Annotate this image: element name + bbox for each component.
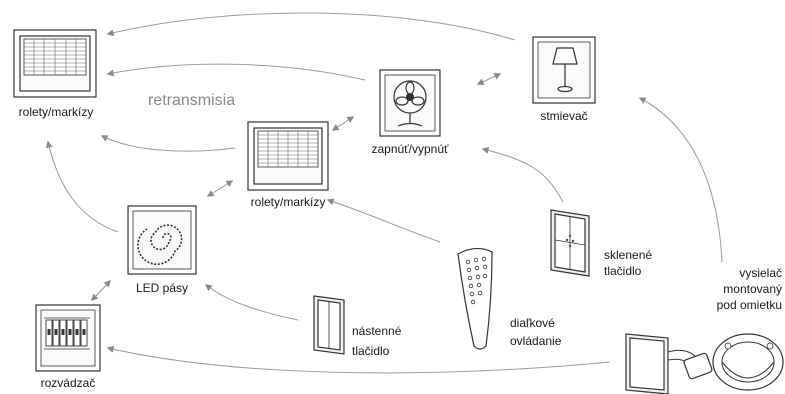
arrow-led-panel-bidir — [91, 279, 111, 302]
label-fan: zapnúť/vypnúť — [371, 142, 449, 156]
arrow-fan-dimmer-bidir — [476, 73, 502, 85]
label-retransmission: retransmisia — [148, 92, 236, 109]
label-glass-line1: sklenené — [604, 248, 653, 262]
flush-transmitter-icon — [625, 333, 784, 394]
led-strip-icon — [127, 205, 197, 275]
label-transmitter-line2: montovaný — [723, 282, 782, 296]
label-remote-line2: ovládanie — [510, 334, 562, 348]
arrow-mid-blinds-fan-bidir — [331, 116, 355, 131]
roller-blind-icon — [13, 29, 97, 98]
arrow-remote-to-mid-blinds — [326, 198, 441, 243]
label-glass-line2: tlačidlo — [604, 264, 642, 278]
label-led: LED pásy — [135, 281, 189, 295]
arrow-transmitter-to-dimmer — [638, 97, 723, 263]
label-dimmer: stmievač — [540, 109, 588, 123]
arrow-mid-blinds-to-left-blinds — [100, 135, 236, 152]
arrow-led-to-left-blinds — [45, 140, 119, 233]
arrow-fan-to-left-blinds — [106, 63, 366, 81]
label-wall-switch-line1: nástenné — [352, 324, 402, 338]
label-blinds-left: rolety/markízy — [18, 105, 94, 119]
arrow-glass-to-fan — [481, 147, 564, 203]
label-remote-line1: diaľkové — [510, 316, 555, 330]
fan-icon — [379, 69, 441, 137]
wall-switch-icon — [313, 295, 345, 355]
label-blinds-mid: rolety/markízy — [250, 195, 326, 209]
roller-blind-icon — [247, 121, 329, 191]
arrow-wall-switch-to-led — [204, 284, 299, 321]
lamp-icon — [532, 36, 596, 104]
distribution-panel-icon — [35, 304, 101, 372]
arrow-led-mid-blinds-bidir — [206, 180, 234, 197]
arrow-dimmer-to-left-blinds — [106, 12, 516, 41]
glass-switch-icon — [550, 209, 590, 277]
arrow-transmitter-to-panel — [106, 345, 611, 374]
remote-control-icon — [457, 247, 493, 350]
label-wall-switch-line2: tlačidlo — [352, 344, 390, 358]
label-panel: rozvádzač — [40, 376, 96, 390]
label-transmitter-line3: pod omietku — [716, 298, 782, 312]
label-transmitter-line1: vysielač — [739, 266, 782, 280]
